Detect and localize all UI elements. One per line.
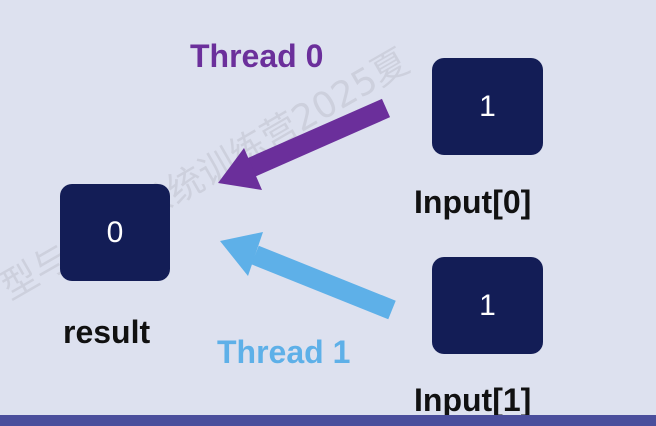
thread-1-arrow (220, 232, 396, 320)
result-label: result (63, 314, 151, 350)
input-1-label: Input[1] (414, 382, 532, 418)
thread-1-label: Thread 1 (217, 334, 351, 370)
input-0-value: 1 (479, 89, 496, 123)
bottom-bar (0, 415, 656, 426)
thread-0-arrow (218, 98, 391, 190)
thread-0-label: Thread 0 (190, 38, 324, 74)
input-0-label: Input[0] (414, 184, 532, 220)
input-1-value: 1 (479, 288, 496, 322)
input-1-box: 1 (432, 257, 543, 354)
input-0-box: 1 (432, 58, 543, 155)
result-box: 0 (60, 184, 170, 281)
result-value: 0 (106, 215, 124, 249)
